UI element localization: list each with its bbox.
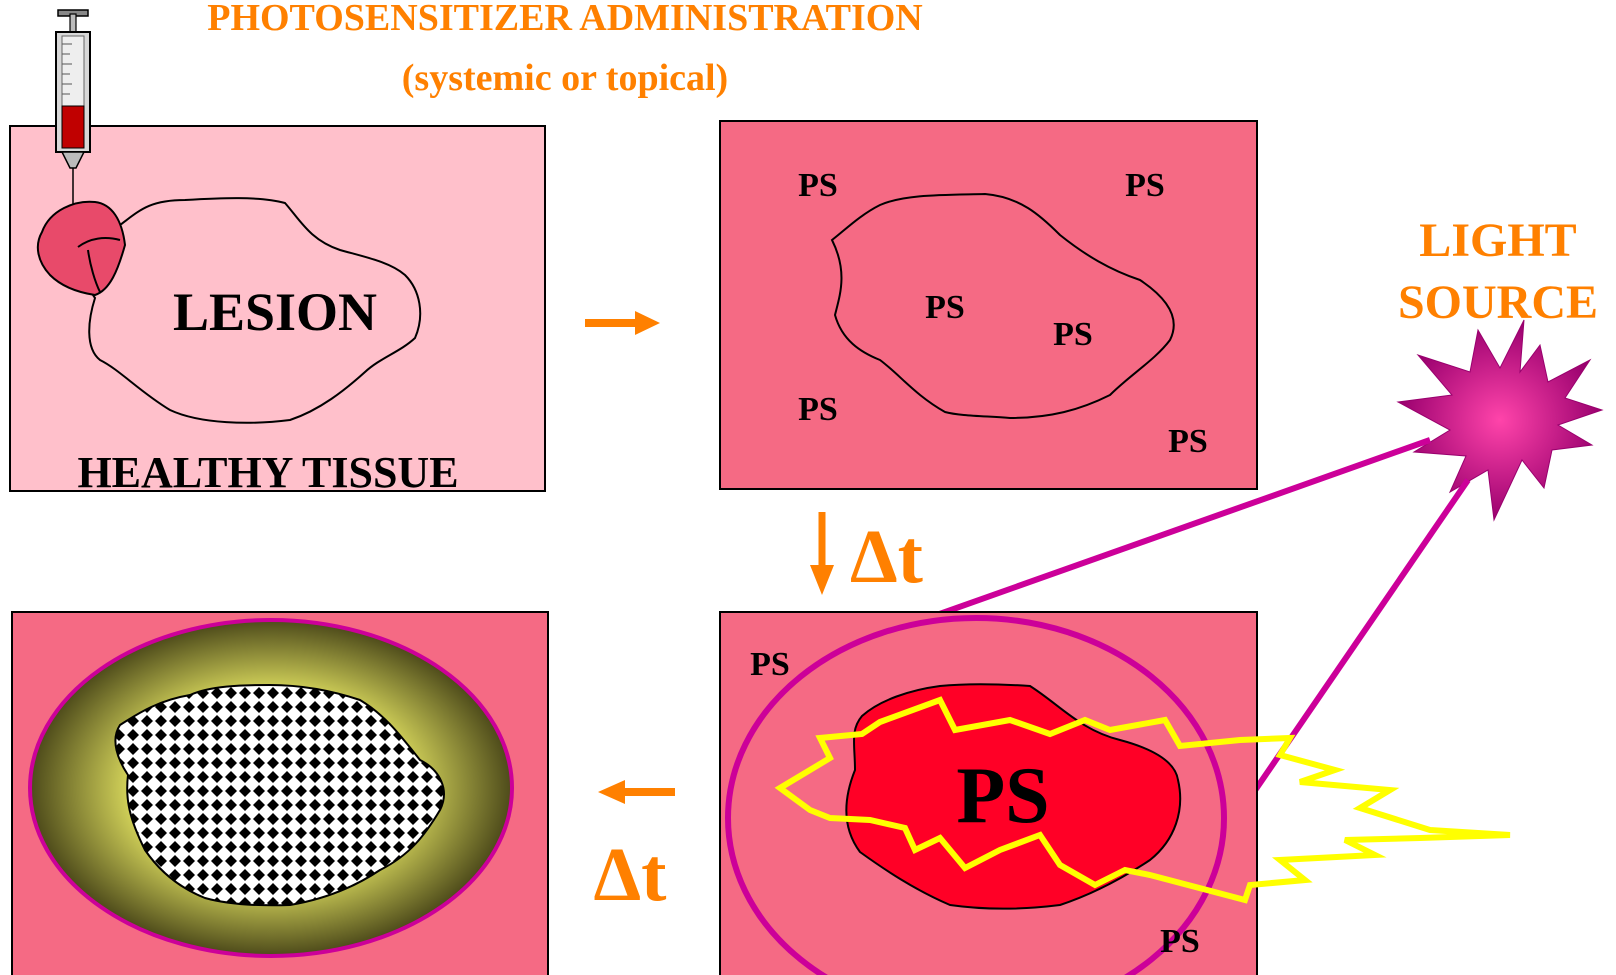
injection-spot: [36, 200, 127, 297]
ps-label: PS: [798, 391, 838, 428]
ps-big-label: PS: [956, 752, 1049, 840]
panel-irradiation: PS PS PS: [719, 611, 1511, 975]
ps-label: PS: [1160, 923, 1200, 960]
syringe-icon: [55, 9, 91, 205]
panel-necrosis: [11, 611, 549, 975]
lesion-irradiated: [845, 683, 1182, 910]
ps-label: PS: [1053, 316, 1093, 353]
panel-healthy-tissue: LESION HEALTHY TISSUE: [9, 125, 546, 497]
lesion-outline-2: [830, 192, 1175, 420]
delta-t-left: Δt: [594, 833, 667, 917]
light-source-line2: SOURCE: [1398, 276, 1598, 329]
arrow-right: [585, 311, 660, 335]
arrow-down: [810, 512, 834, 595]
light-burst-icon: [1396, 319, 1604, 522]
ps-label: PS: [925, 289, 965, 326]
lightning-icon: [774, 696, 1511, 904]
light-source-line1: LIGHT: [1419, 214, 1576, 267]
ps-label: PS: [798, 167, 838, 204]
panel-ps-distribution: PS PS PS PS PS PS: [719, 120, 1258, 490]
ps-label: PS: [750, 646, 790, 683]
ps-label: PS: [1125, 167, 1165, 204]
necrotic-lesion: [114, 683, 445, 907]
lesion-label: LESION: [173, 282, 377, 342]
light-beam-upper: [898, 437, 1432, 631]
ps-label: PS: [1168, 423, 1208, 460]
title-line2: (systemic or topical): [402, 57, 728, 99]
arrow-left: [598, 780, 675, 804]
lesion-outline: [88, 197, 422, 424]
healthy-tissue-label: HEALTHY TISSUE: [77, 448, 458, 497]
title-line1: PHOTOSENSITIZER ADMINISTRATION: [207, 0, 923, 39]
illumination-field: [725, 615, 1227, 975]
delta-t-down: Δt: [850, 515, 923, 599]
